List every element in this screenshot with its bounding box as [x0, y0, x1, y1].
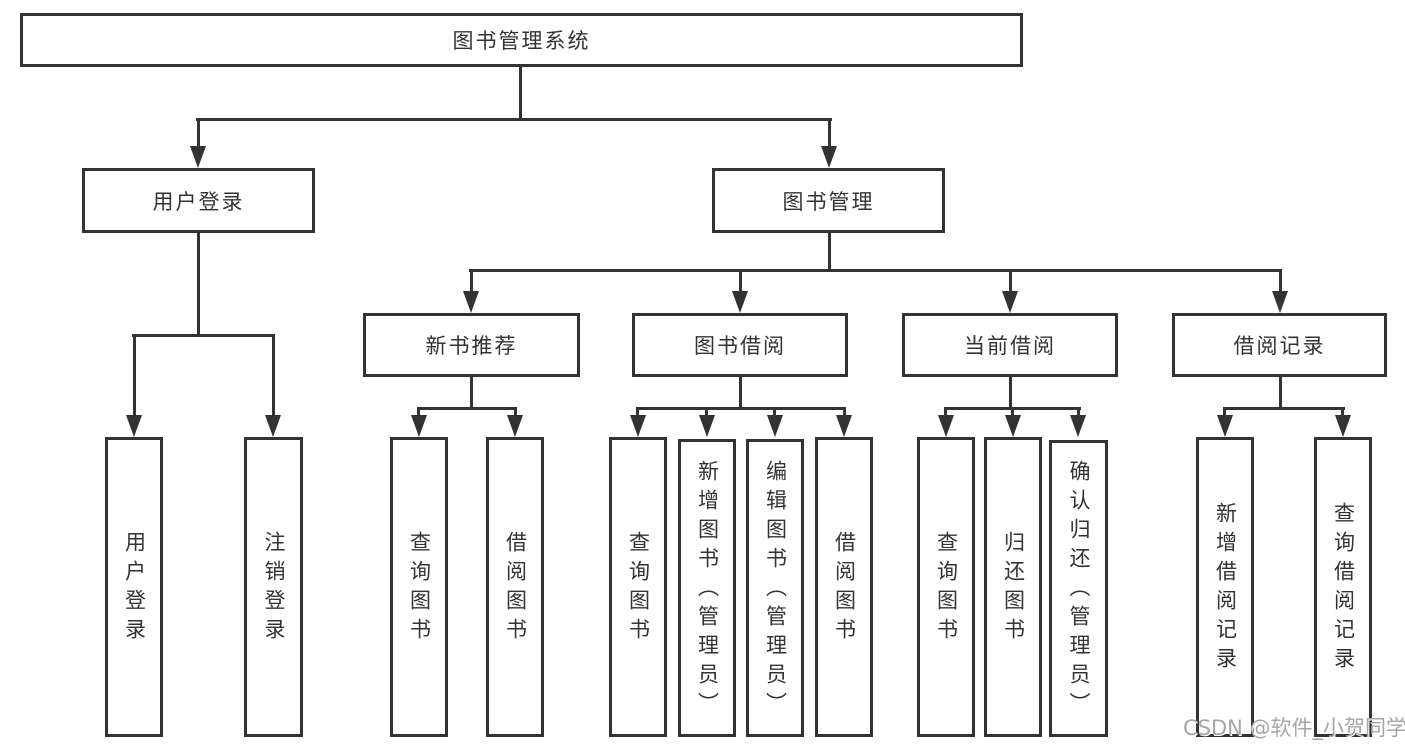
leaf-label: 注销登录 [262, 531, 286, 647]
arrow-to-borrow-records [1272, 291, 1288, 313]
connector-user-login-line [197, 118, 200, 150]
leaf-label: 借阅图书 [503, 531, 528, 647]
connector-leaf-line [773, 407, 776, 419]
arrow-to-leaf [411, 415, 427, 437]
node-label: 新书推荐 [425, 334, 518, 358]
arrow-to-leaf [938, 415, 954, 437]
leaf-borrow-books-recommend: 借阅图书 [486, 437, 544, 737]
leaf-query-books-recommend: 查询图书 [390, 437, 448, 737]
connector-book-borrow-line [739, 269, 742, 295]
arrow-to-leaf [767, 415, 783, 437]
node-book-borrow: 图书借阅 [632, 313, 848, 377]
arrow-to-leaf [630, 415, 646, 437]
leaf-return-book: 归还图书 [984, 437, 1042, 737]
leaf-label: 查询图书 [407, 531, 432, 647]
leaf-label: 借阅图书 [832, 531, 857, 647]
leaf-label: 查询图书 [626, 531, 651, 647]
connector-leaf-line [705, 407, 708, 419]
leaf-add-book-admin: 新增图书（管理员） [678, 439, 736, 737]
node-label: 借阅记录 [1233, 334, 1326, 358]
connector-level3-hline [469, 269, 1282, 272]
connector-borrow-records-line [1279, 269, 1282, 295]
arrow-to-leaf [699, 415, 715, 437]
node-book-management: 图书管理 [712, 168, 945, 233]
arrow-to-new-books [463, 291, 479, 313]
connector-new-books-line [470, 269, 473, 295]
leaf-confirm-return-admin: 确认归还（管理员） [1049, 440, 1108, 737]
leaf-query-books-borrow: 查询图书 [609, 437, 667, 737]
connector-borrow-records-hline [1223, 407, 1345, 410]
leaf-add-borrow-record: 新增借阅记录 [1196, 437, 1254, 737]
leaf-user-login: 用户登录 [105, 437, 163, 737]
connector-new-books-stub [470, 377, 473, 410]
connector-root-stub [519, 67, 522, 119]
leaf-label: 查询借阅记录 [1331, 502, 1356, 676]
leaf-edit-book-admin: 编辑图书（管理员） [746, 439, 804, 737]
connector-leaf-line [514, 407, 517, 419]
arrow-to-leaf [1070, 415, 1086, 437]
node-label: 图书借阅 [694, 334, 786, 358]
connector-leaf-line [1011, 407, 1014, 419]
connector-leaf-login-line [133, 334, 136, 419]
connector-leaf-line [636, 407, 639, 419]
node-new-book-recommend: 新书推荐 [363, 313, 580, 377]
arrow-to-leaf [507, 415, 523, 437]
arrow-to-user-login [190, 146, 206, 168]
connector-leaf-line [843, 407, 846, 419]
arrow-to-leaf [1005, 415, 1021, 437]
node-label: 当前借阅 [964, 334, 1056, 358]
node-current-borrow: 当前借阅 [902, 313, 1118, 377]
arrow-to-current-borrow [1002, 291, 1018, 313]
leaf-label: 新增图书（管理员） [695, 459, 720, 721]
connector-user-login-hline [132, 334, 275, 337]
arrow-to-leaf [1335, 415, 1351, 437]
connector-book-management-stub [828, 233, 831, 271]
leaf-query-borrow-record: 查询借阅记录 [1314, 437, 1372, 737]
leaf-logout: 注销登录 [244, 437, 303, 737]
connector-current-borrow-line [1009, 269, 1012, 295]
node-book-management-system: 图书管理系统 [20, 13, 1023, 67]
node-borrow-records: 借阅记录 [1172, 313, 1387, 377]
leaf-query-books-current: 查询图书 [917, 437, 975, 737]
leaf-label: 确认归还（管理员） [1067, 460, 1091, 721]
leaf-label: 编辑图书（管理员） [763, 459, 788, 721]
connector-book-management-line [828, 118, 831, 150]
connector-leaf-logout-line [272, 334, 275, 419]
leaf-label: 查询图书 [934, 531, 959, 647]
connector-book-borrow-stub [739, 377, 742, 410]
leaf-label: 新增借阅记录 [1213, 502, 1238, 676]
arrow-to-leaf-login [126, 415, 142, 437]
node-label: 图书管理系统 [452, 29, 591, 53]
connector-book-borrow-hline [636, 407, 846, 410]
arrow-to-leaf [836, 415, 852, 437]
node-label: 用户登录 [152, 189, 245, 214]
leaf-label: 用户登录 [122, 531, 147, 647]
node-label: 图书管理 [782, 189, 875, 214]
arrow-to-book-management [821, 146, 837, 168]
leaf-borrow-books: 借阅图书 [815, 437, 873, 737]
connector-level2-hline [196, 118, 832, 121]
connector-borrow-records-stub [1279, 377, 1282, 410]
connector-leaf-line [417, 407, 420, 419]
node-user-login: 用户登录 [82, 168, 315, 233]
leaf-label: 归还图书 [1001, 531, 1026, 647]
connector-leaf-line [1077, 407, 1080, 419]
connector-leaf-line [1341, 407, 1344, 419]
csdn-watermark: CSDN @软件_小贺同学 [1183, 716, 1405, 740]
arrow-to-leaf-logout [265, 415, 281, 437]
arrow-to-leaf [1217, 415, 1233, 437]
connector-leaf-line [1223, 407, 1226, 419]
connector-new-books-hline [417, 407, 517, 410]
connector-user-login-stub [197, 233, 200, 337]
connector-leaf-line [944, 407, 947, 419]
arrow-to-book-borrow [732, 291, 748, 313]
connector-current-borrow-stub [1009, 377, 1012, 410]
